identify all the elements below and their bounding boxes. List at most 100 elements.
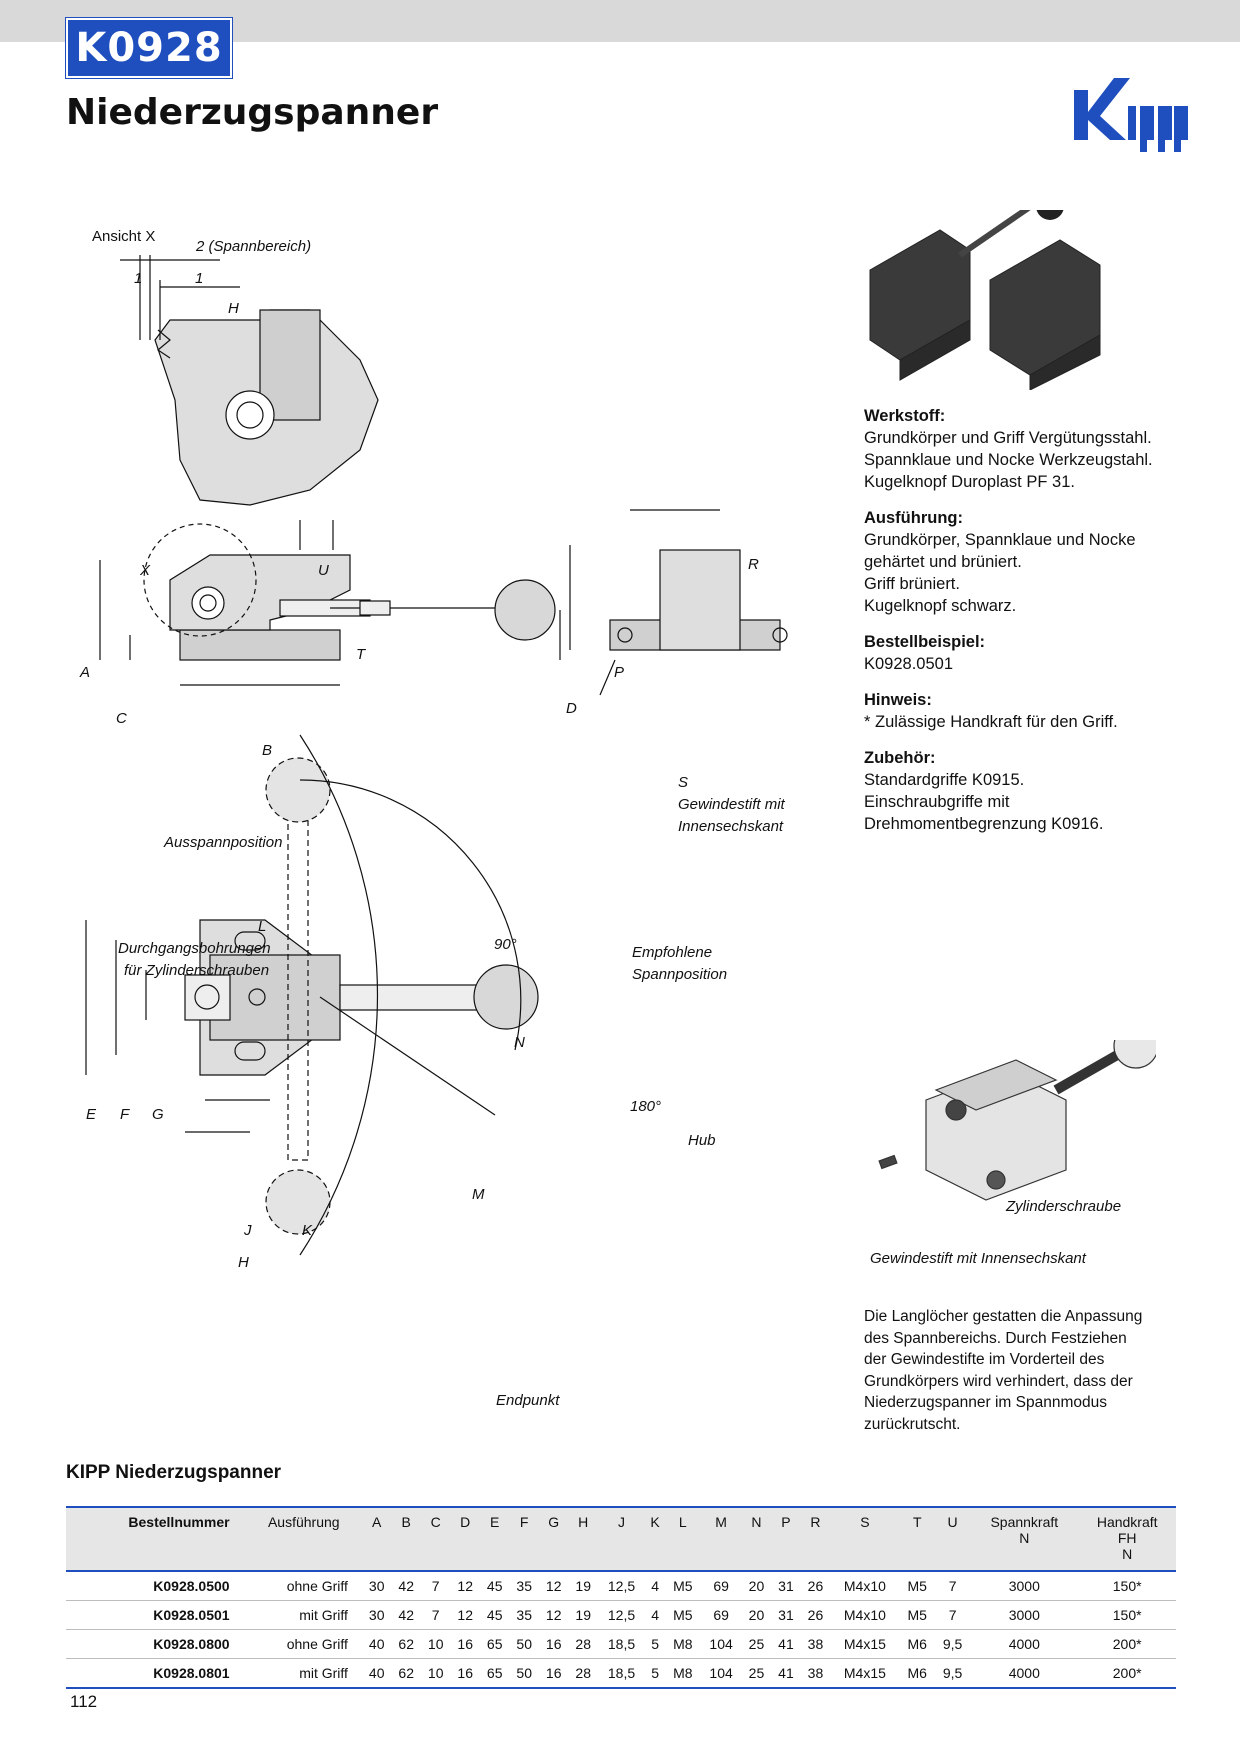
table-cell: 200* [1078,1629,1176,1659]
table-cell: 26 [800,1571,831,1601]
table-cell: 16 [538,1629,569,1659]
table-cell: 26 [800,1600,831,1630]
table-cell: 7 [934,1571,971,1601]
table-cell: 12 [538,1600,569,1630]
table-cell: 69 [700,1600,742,1630]
note-line: des Spannbereichs. Durch Festziehen [864,1329,1127,1347]
table-cell: 4000 [970,1658,1079,1689]
table-cell: 62 [391,1629,421,1659]
prop-line: K0928.0501 [864,655,954,673]
prop-heading-hinweis: Hinweis: [864,691,932,709]
label-c: C [116,710,127,727]
prop-line: Einschraubgriffe mit [864,793,1010,811]
table-cell: M5 [899,1571,935,1601]
table-header-cell: B [391,1506,421,1572]
table-cell: K0928.0801 [66,1658,246,1689]
prop-line: Grundkörper, Spannklaue und Nocke [864,531,1136,549]
table-cell: 12,5 [597,1571,646,1601]
table-cell: 40 [361,1629,392,1659]
table-cell: M5 [665,1600,701,1630]
table-cell: 50 [509,1658,539,1689]
table-header-cell: E [479,1506,510,1572]
prop-line: gehärtet und brüniert. [864,553,1022,571]
table-cell: 31 [771,1571,801,1601]
label-180deg: 180° [630,1098,662,1115]
table-header-cell: K [645,1506,666,1572]
label-empfohlene-2: Spannposition [632,966,728,983]
table-header-cell: T [899,1506,935,1572]
page-number: 112 [70,1692,98,1711]
label-j: J [244,1222,252,1239]
prop-heading-zubehoer: Zubehör: [864,749,936,767]
table-cell: 12 [450,1571,480,1601]
table-cell: K0928.0800 [66,1629,246,1659]
table-cell: 5 [645,1658,666,1689]
table-cell: 31 [771,1600,801,1630]
label-spannbereich: 2 (Spannbereich) [196,238,312,255]
table-cell: 65 [479,1658,510,1689]
label-r: R [748,556,759,573]
table-cell: M8 [665,1629,701,1659]
table-cell: 62 [391,1658,421,1689]
label-gewindestift-full: Gewindestift mit Innensechskant [870,1250,1086,1267]
label-durchgang-1: Durchgangsbohrungen [118,940,271,957]
table-cell: 38 [800,1658,831,1689]
table-cell: 42 [391,1600,421,1630]
prop-heading-werkstoff: Werkstoff: [864,407,946,425]
label-90deg: 90° [494,936,517,953]
table-cell: ohne Griff [245,1571,362,1601]
table-header-cell: L [665,1506,701,1572]
table-cell: 30 [361,1571,392,1601]
table-cell: 35 [509,1571,539,1601]
table-cell: 104 [700,1629,742,1659]
table-header-cell: S [830,1506,900,1572]
table-cell: 42 [391,1571,421,1601]
prop-heading-ausfuehrung: Ausführung: [864,509,963,527]
table-cell: 45 [479,1571,510,1601]
table-cell: mit Griff [245,1658,362,1689]
table-cell: M6 [899,1658,935,1689]
table-cell: 20 [741,1600,772,1630]
table-header-cell: F [509,1506,539,1572]
table-cell: M6 [899,1629,935,1659]
table-cell: 25 [741,1629,772,1659]
label-g: G [152,1106,164,1123]
table-cell: M5 [665,1571,701,1601]
table-cell: 10 [420,1658,451,1689]
prop-line: Kugelknopf schwarz. [864,597,1017,615]
label-u: U [318,562,329,579]
table-cell: 12 [538,1571,569,1601]
label-n: N [514,1034,525,1051]
prop-line: Drehmomentbegrenzung K0916. [864,815,1104,833]
table-cell: 30 [361,1600,392,1630]
label-h-top: H [228,300,239,317]
label-one-b: 1 [195,270,204,287]
table-cell: M4x15 [830,1629,900,1659]
table-cell: 25 [741,1658,772,1689]
table-cell: 104 [700,1658,742,1689]
technical-drawing [85,255,788,1256]
label-m: M [472,1186,485,1203]
label-empfohlene-1: Empfohlene [632,944,713,961]
label-one-a: 1 [134,270,143,287]
table-cell: 4000 [970,1629,1079,1659]
table-cell: 9,5 [934,1629,971,1659]
table-cell: 50 [509,1629,539,1659]
table-cell: M4x10 [830,1600,900,1630]
table-cell: 41 [771,1629,801,1659]
table-cell: 18,5 [597,1629,646,1659]
table-cell: 7 [934,1600,971,1630]
table-cell: 16 [450,1658,480,1689]
label-d: D [566,700,577,717]
label-hub: Hub [688,1132,716,1149]
label-h-bottom: H [238,1254,249,1271]
prop-line: * Zulässige Handkraft für den Griff. [864,713,1118,731]
langloecher-note: Die Langlöcher gestatten die Anpassung d… [864,1306,1184,1435]
assembly-photo [878,1040,1156,1201]
table-cell: 200* [1078,1658,1176,1689]
table-cell: 40 [361,1658,392,1689]
table-header-cell: Bestellnummer [66,1506,246,1572]
table-cell: 5 [645,1629,666,1659]
